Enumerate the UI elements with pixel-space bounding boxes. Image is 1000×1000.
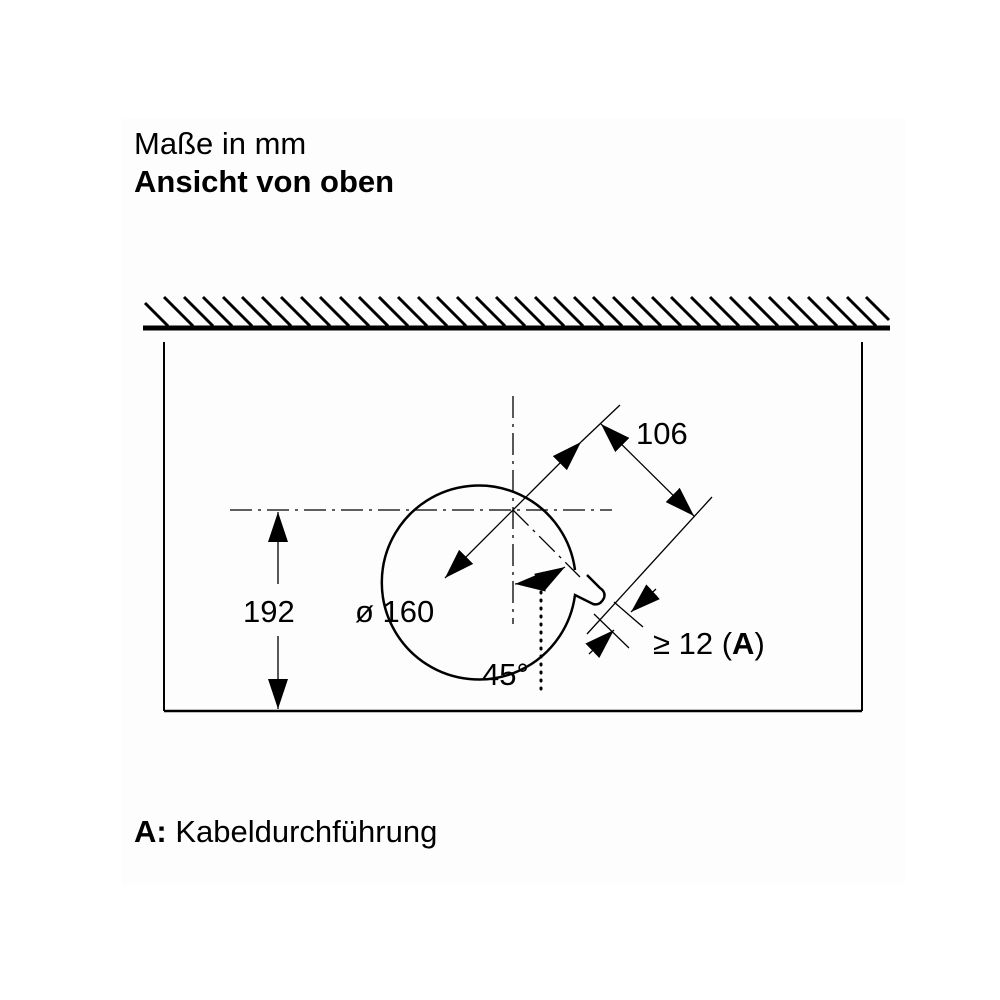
- angle-label: 45°: [482, 657, 529, 692]
- clearance-dimension: [585, 584, 660, 658]
- clearance-ref: A: [732, 626, 754, 661]
- appliance-outline: [163, 342, 863, 713]
- legend-description: Kabeldurchführung: [175, 814, 438, 849]
- offset-label: 106: [636, 416, 688, 451]
- clearance-suffix: ): [754, 626, 764, 661]
- distance-label: 192: [243, 594, 295, 629]
- offset-dimension: [580, 404, 713, 635]
- diameter-label: ø 160: [355, 594, 434, 629]
- center-lines: [230, 396, 612, 624]
- legend: A: Kabeldurchführung: [134, 815, 437, 849]
- legend-key: A:: [134, 814, 167, 849]
- wall-hatching: [143, 295, 891, 331]
- duct-opening: [380, 484, 606, 681]
- angle-dimension: [514, 566, 566, 692]
- clearance-label: ≥ 12 (A): [653, 626, 765, 661]
- diameter-dimension-line: [444, 441, 582, 579]
- units-label: Maße in mm: [134, 126, 307, 161]
- clearance-prefix: ≥ 12 (: [653, 626, 733, 661]
- view-label: Ansicht von oben: [134, 164, 395, 199]
